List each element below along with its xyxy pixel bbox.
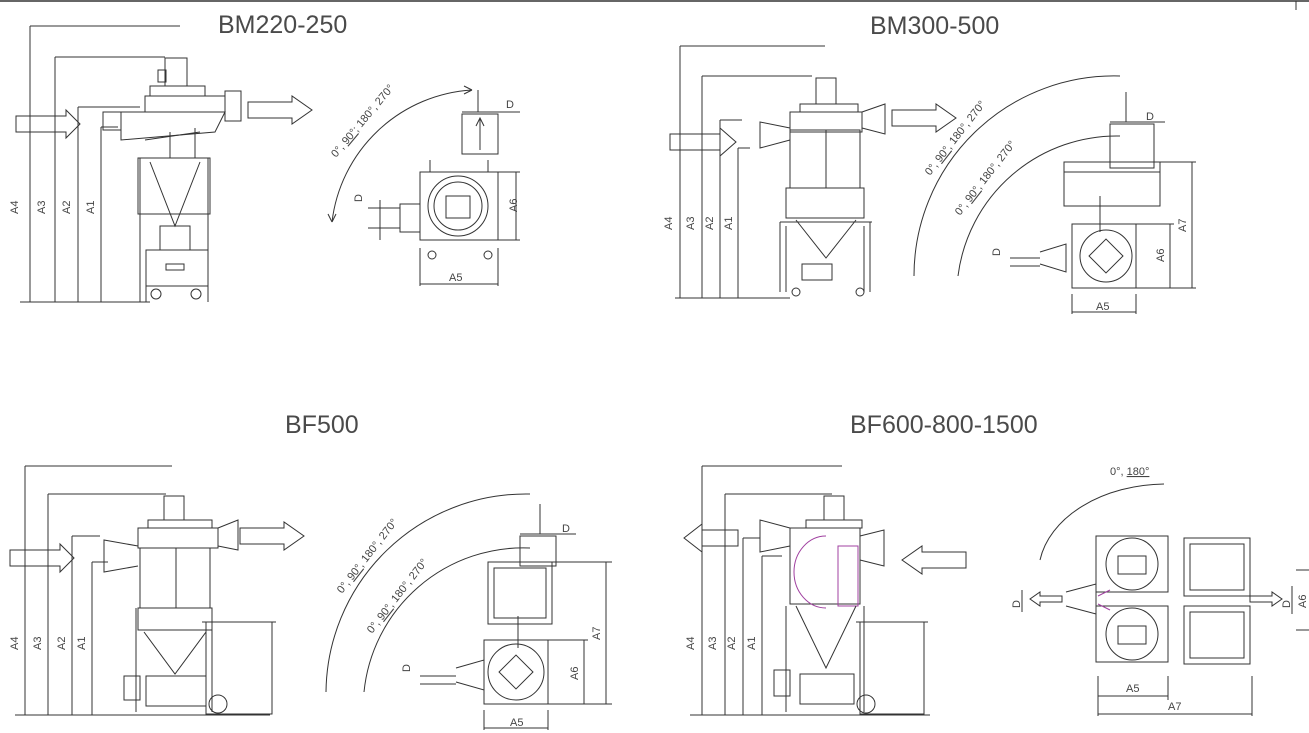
title-bf600-800-1500: BF600-800-1500 [850,411,1038,439]
dim-a5-bf600: A5 [1126,683,1139,695]
angle-label-bm220: 0°, 90°; 180°, 270° [329,82,397,159]
dim-a3-bf600: A3 [707,637,719,650]
dim-a6-bm220: A6 [508,199,520,212]
dim-a2-bm300: A2 [704,217,716,230]
angle-label-bf500-outer: 0°, 90°, 180°, 270° [335,517,400,596]
bm300-top-view [913,75,1196,314]
dim-d-bm300-top: D [1146,111,1154,123]
title-bm220-250: BM220-250 [218,11,348,39]
dim-a1-bf600: A1 [746,637,758,650]
bf500-side-view [9,465,305,716]
title-bf500: BF500 [285,411,359,439]
dim-a1-bm220: A1 [85,201,97,214]
dim-a5-bm220: A5 [449,272,462,284]
dim-a6-bm300: A6 [1155,249,1167,262]
bf500-top-view [325,493,612,730]
dim-a6-bf600: A6 [1297,595,1309,608]
dim-a5-bf500: A5 [510,717,523,729]
bf600-side-view [683,465,967,716]
dim-a7-bf600: A7 [1168,701,1181,713]
dim-d-bf600-left: D [1011,600,1023,608]
bm220-top-view [327,85,520,286]
dim-a6-bf500: A6 [569,667,581,680]
dim-a4-bm300: A4 [663,217,675,230]
dim-a3-bm300: A3 [685,217,697,230]
dim-a2-bm220: A2 [61,201,73,214]
title-bm300-500: BM300-500 [870,12,1000,40]
dim-d-bm220-side: D [353,194,365,202]
angle-label-bf500-inner: 0°, 90°, 180°, 270° [365,557,430,636]
dim-a1-bf500: A1 [76,637,88,650]
dim-a2-bf500: A2 [56,637,68,650]
dim-d-bf500-side: D [401,664,413,672]
dim-d-bf500-top: D [562,523,570,535]
dim-a2-bf600: A2 [726,637,738,650]
angle-label-bf600: 0°, 180° [1110,466,1149,478]
dim-a3-bf500: A3 [32,637,44,650]
bf600-top-view [1021,483,1309,716]
dim-d-bm220-top: D [506,99,514,111]
angle-label-bm300-outer: 0°, 90°, 180°, 270° [923,99,988,178]
bm220-side-view [15,25,313,303]
dim-a4-bf500: A4 [9,637,21,650]
dim-a4-bm220: A4 [9,201,21,214]
dim-d-bf600-right: D [1281,600,1293,608]
dim-a3-bm220: A3 [36,201,48,214]
dim-a7-bm300: A7 [1177,219,1189,232]
bm300-side-view [669,45,957,299]
dim-d-bm300-side: D [991,248,1003,256]
dim-a5-bm300: A5 [1096,301,1109,313]
dim-a1-bm300: A1 [723,217,735,230]
dim-a4-bf600: A4 [685,637,697,650]
dim-a7-bf500: A7 [591,627,603,640]
